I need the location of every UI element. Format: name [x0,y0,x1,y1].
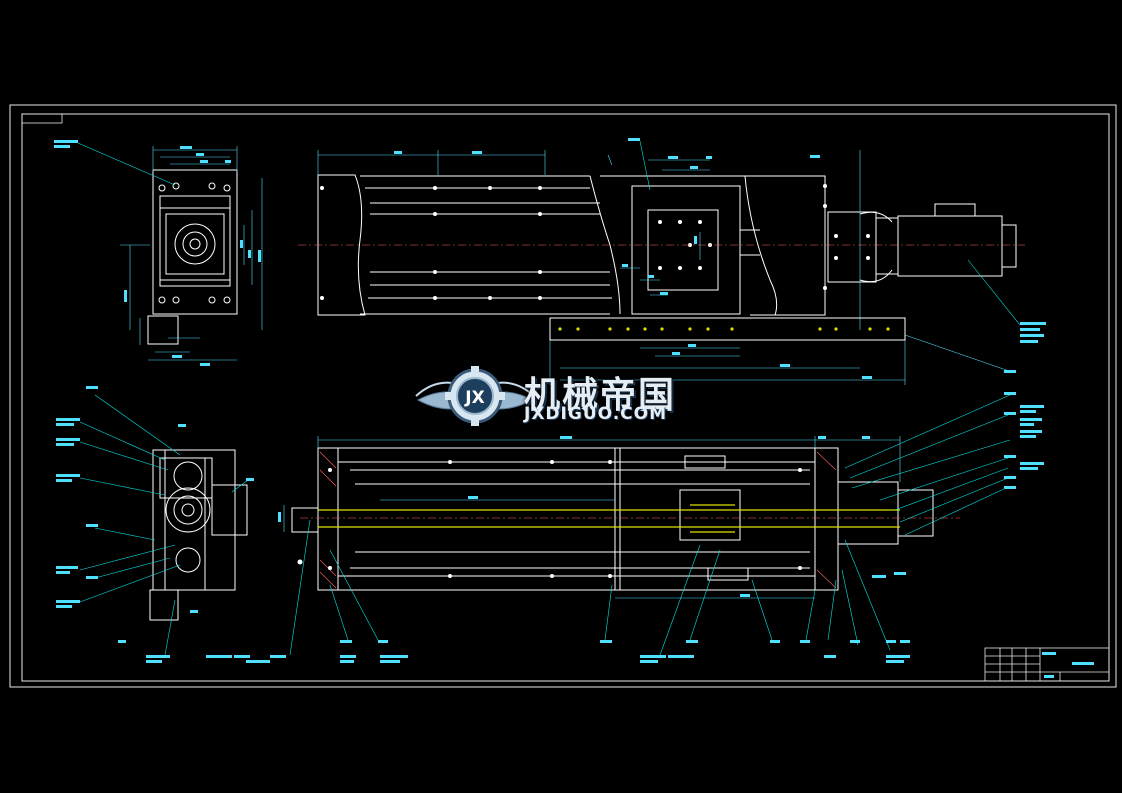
side-view-top [147,169,238,345]
motor-leader [967,259,1021,326]
section-shaft [318,504,900,533]
rail-strip [549,317,906,341]
title-block [984,647,1110,682]
leader-line [639,140,651,191]
gear-wings-logo-icon: JX [415,366,535,426]
section-labels [206,392,1044,663]
watermark: 机械帝国 JXDIGUO.COM [412,360,712,430]
leader-line [77,142,176,186]
section-dimensions [283,436,901,599]
end-view [149,449,248,621]
motor-labels [1020,322,1046,343]
section-leaders [289,394,1011,656]
end-view-labels [56,386,254,663]
plan-view-labels [394,138,820,295]
sheet-inner-border [21,113,1110,682]
section-view [291,447,934,591]
rail-holes [558,327,890,331]
rail-dimensions [549,334,1013,385]
rail-labels [672,344,1016,379]
section-hatch [319,451,837,589]
watermark-title-cn: 机械帝国 [524,375,677,416]
side-view-top-labels [54,140,261,366]
corner-tag [21,113,63,124]
side-view-top-dimensions [120,146,263,361]
end-view-leaders [79,394,249,656]
section-holes [297,460,802,578]
title-block-fill [1042,652,1094,678]
watermark-title-en: JXDIGUO.COM [524,404,668,424]
sheet-outer-border [9,104,1117,688]
logo-letters: JX [464,388,484,408]
plan-view-holes [320,184,870,300]
plan-view-dimensions [298,150,1025,330]
